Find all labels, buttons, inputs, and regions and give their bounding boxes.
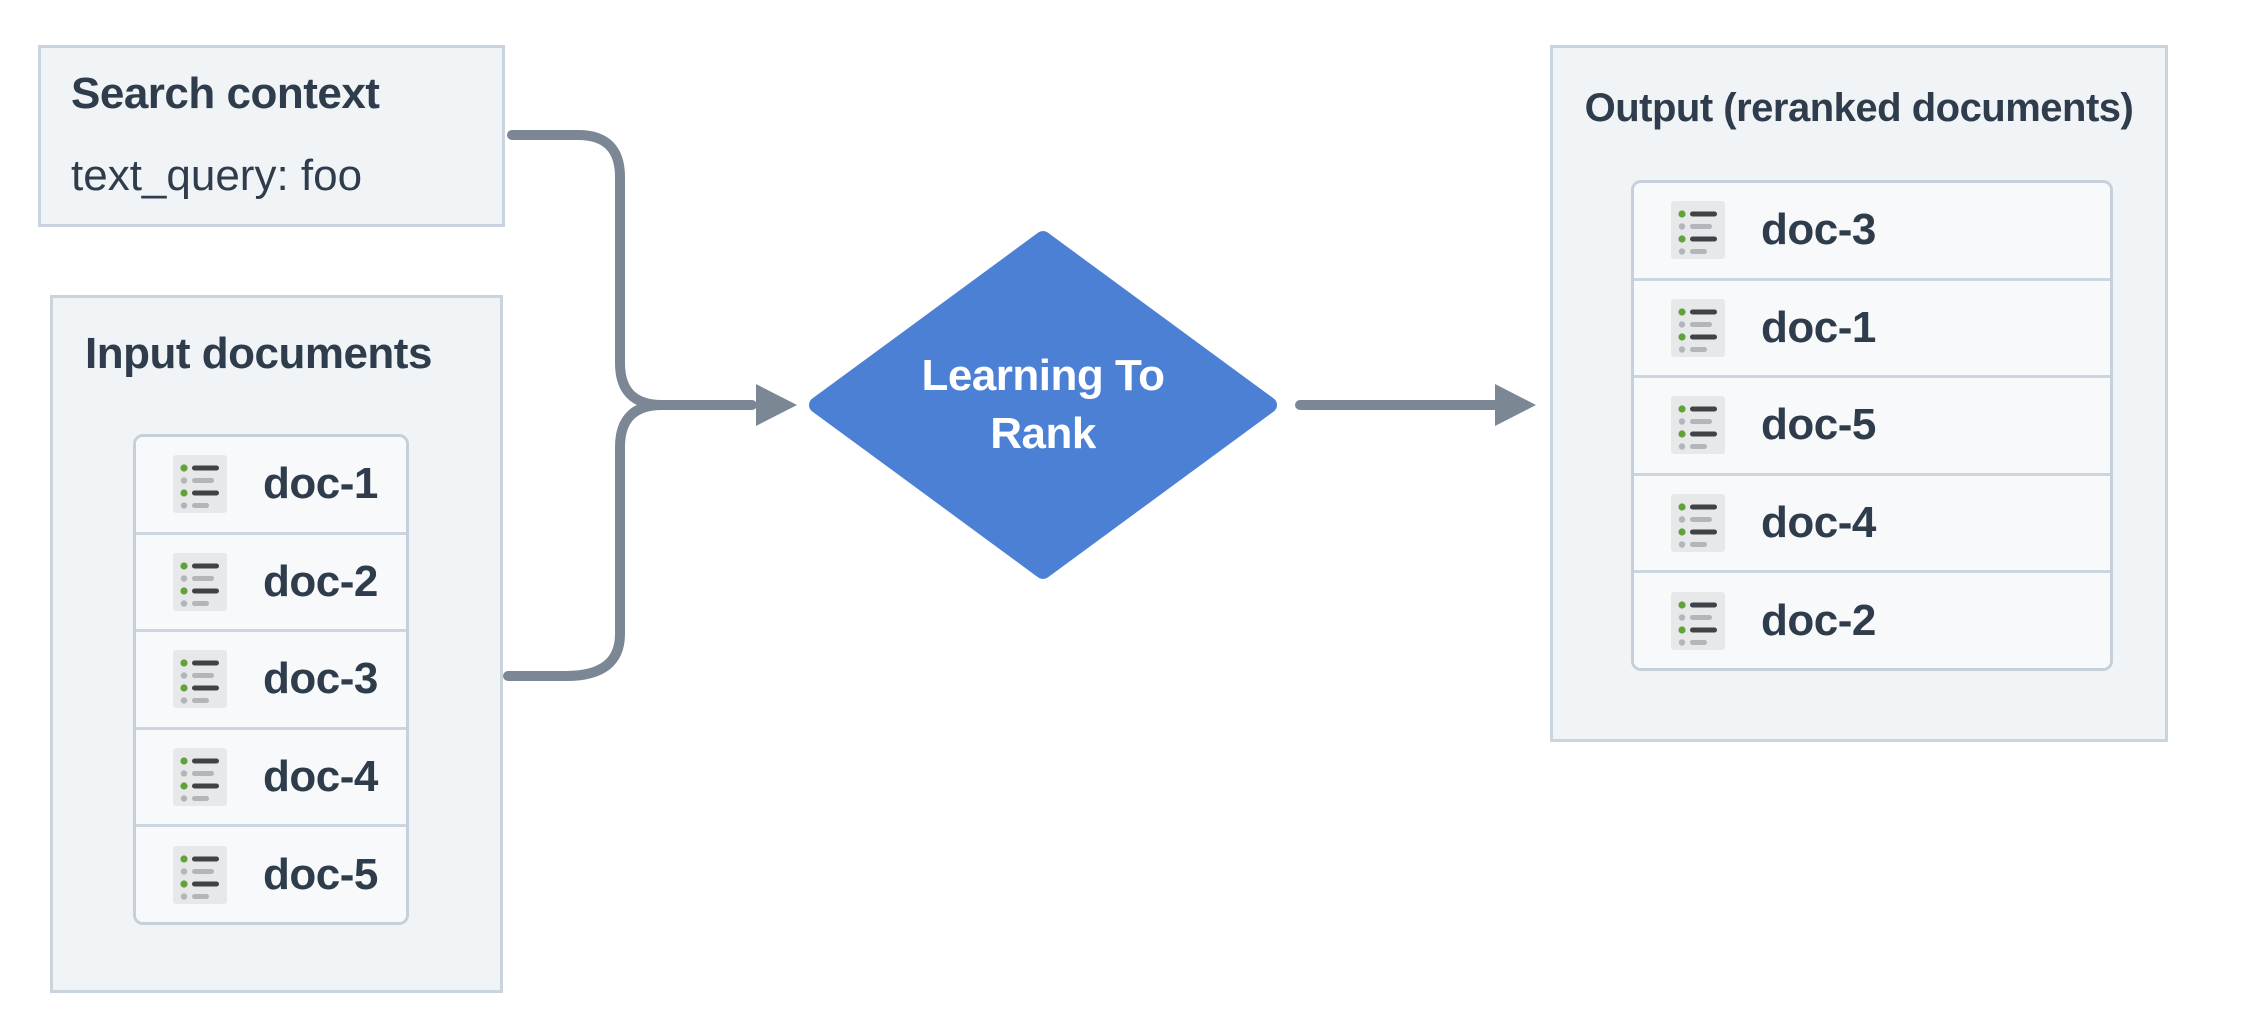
- input-doc-row-5: doc-5: [136, 824, 406, 922]
- doc-label: doc-3: [263, 654, 378, 704]
- output-title: Output (reranked documents): [1584, 86, 2134, 130]
- input-doc-row-1: doc-1: [136, 437, 406, 532]
- edge-search-context-to-ltr: [507, 130, 757, 410]
- output-panel: Output (reranked documents) doc-3: [1550, 45, 2168, 742]
- search-context-title: Search context: [71, 69, 380, 118]
- bullet-list-icon: [173, 845, 227, 904]
- output-doc-row-2: doc-1: [1634, 277, 2110, 376]
- bullet-list-icon: [173, 650, 227, 709]
- doc-label: doc-2: [1761, 595, 1876, 645]
- output-document-list: doc-3 doc-1: [1631, 180, 2113, 671]
- doc-label: doc-1: [1761, 302, 1876, 352]
- search-context-panel: Search context text_query: foo: [38, 45, 505, 227]
- bullet-list-icon: [1671, 494, 1725, 553]
- output-doc-row-1: doc-3: [1634, 183, 2110, 278]
- diamond-shape: [809, 231, 1277, 579]
- bullet-list-icon: [173, 748, 227, 807]
- bullet-list-icon: [1671, 298, 1725, 357]
- doc-label: doc-3: [1761, 205, 1876, 255]
- input-documents-title: Input documents: [85, 329, 432, 378]
- bullet-list-icon: [173, 552, 227, 611]
- bullet-list-icon: [1671, 591, 1725, 650]
- doc-label: doc-5: [263, 849, 378, 899]
- edge-input-documents-to-ltr: [503, 400, 705, 681]
- output-doc-row-4: doc-4: [1634, 472, 2110, 571]
- doc-label: doc-2: [263, 556, 378, 606]
- bullet-list-icon: [1671, 396, 1725, 455]
- ltr-label-line1: Learning To: [921, 351, 1165, 400]
- doc-label: doc-4: [263, 752, 378, 802]
- input-doc-row-2: doc-2: [136, 531, 406, 630]
- input-doc-row-4: doc-4: [136, 726, 406, 825]
- output-doc-row-3: doc-5: [1634, 375, 2110, 473]
- bullet-list-icon: [1671, 201, 1725, 260]
- input-document-list: doc-1 doc-2: [133, 434, 409, 925]
- learning-to-rank-label: Learning To Rank: [808, 230, 1278, 580]
- bullet-list-icon: [173, 455, 227, 514]
- ltr-label-line2: Rank: [990, 409, 1096, 458]
- input-documents-panel: Input documents doc-1: [50, 295, 503, 993]
- input-doc-row-3: doc-3: [136, 629, 406, 727]
- learning-to-rank-node: Learning To Rank: [808, 230, 1278, 580]
- output-doc-row-5: doc-2: [1634, 570, 2110, 668]
- doc-label: doc-5: [1761, 400, 1876, 450]
- arrowhead-into-output: [1495, 384, 1536, 426]
- arrowhead-into-ltr: [756, 384, 797, 426]
- search-context-query: text_query: foo: [71, 151, 363, 200]
- doc-label: doc-1: [263, 459, 378, 509]
- doc-label: doc-4: [1761, 498, 1876, 548]
